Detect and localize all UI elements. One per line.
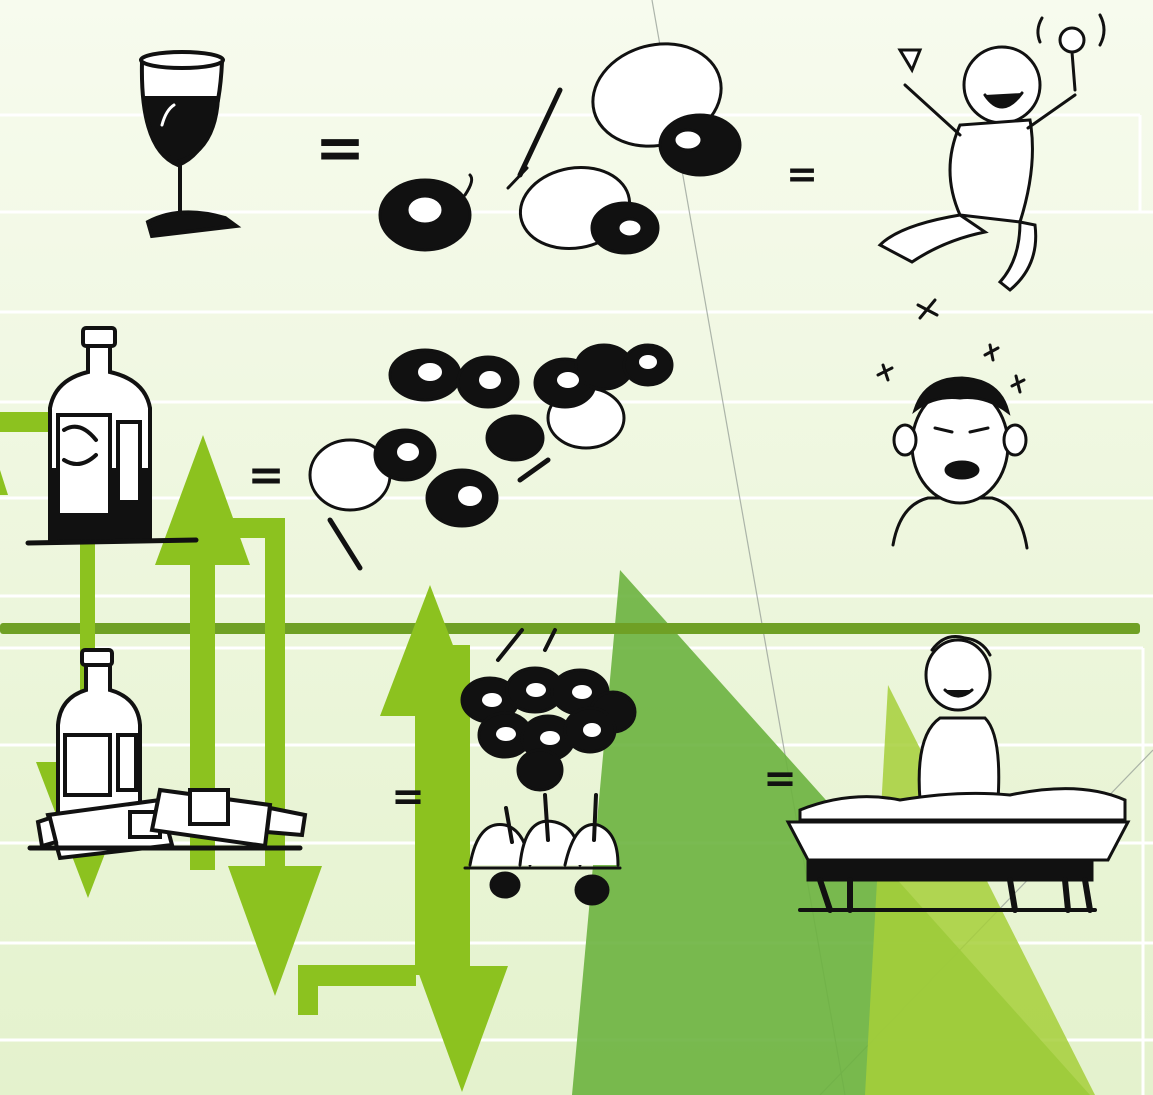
equals-sign-4: = xyxy=(391,774,425,820)
row-divider xyxy=(0,623,1140,634)
equals-sign-3: = xyxy=(248,450,285,501)
equals-sign-5: = xyxy=(763,756,797,802)
equals-sign-2: = xyxy=(786,152,818,196)
equals-sign-1: = xyxy=(315,113,365,183)
